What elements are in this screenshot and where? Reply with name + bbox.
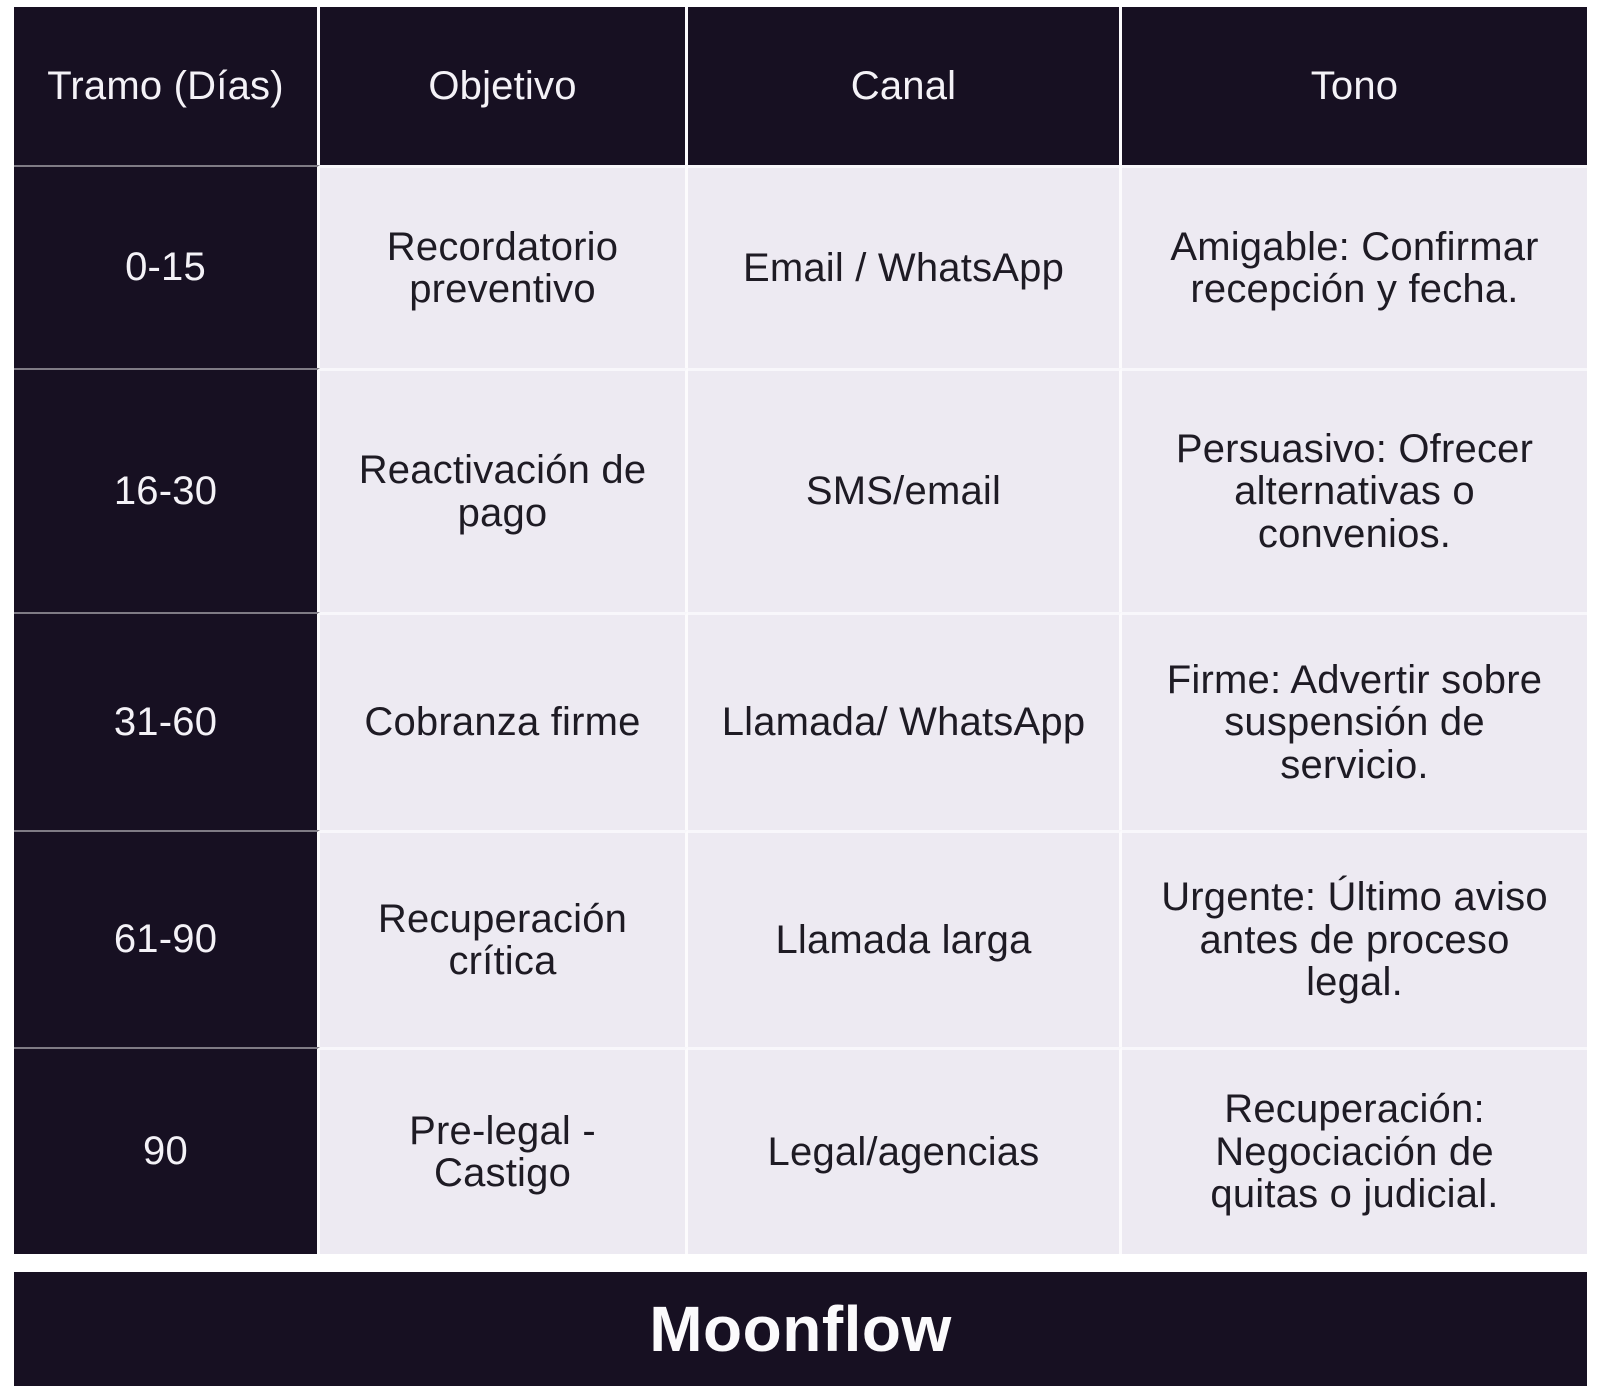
row3-tramo-cell: 31-60 xyxy=(14,612,320,830)
row3-canal-cell: Llamada/ WhatsApp xyxy=(688,612,1122,830)
row1-objetivo-cell: Recordatorio preventivo xyxy=(320,165,688,368)
row5-tono-cell: Recuperación: Negociación de quitas o ju… xyxy=(1122,1047,1587,1254)
row2-tono-cell: Persuasivo: Ofrecer alternativas o conve… xyxy=(1122,368,1587,612)
row3-tono-cell: Firme: Advertir sobre suspensión de serv… xyxy=(1122,612,1587,830)
row4-tramo-cell: 61-90 xyxy=(14,830,320,1047)
row1-tono-cell: Amigable: Confirmar recepción y fecha. xyxy=(1122,165,1587,368)
header-canal: Canal xyxy=(688,7,1122,165)
row2-canal-cell: SMS/email xyxy=(688,368,1122,612)
dunning-stages-table: Tramo (Días) Objetivo Canal Tono 0-15 Re… xyxy=(14,7,1587,1254)
footer-bar: Moonflow xyxy=(14,1272,1587,1386)
row1-tramo-cell: 0-15 xyxy=(14,165,320,368)
row5-canal-cell: Legal/agencias xyxy=(688,1047,1122,1254)
row2-tramo-cell: 16-30 xyxy=(14,368,320,612)
row4-canal-cell: Llamada larga xyxy=(688,830,1122,1047)
row4-tono-cell: Urgente: Último aviso antes de proceso l… xyxy=(1122,830,1587,1047)
row5-objetivo-cell: Pre-legal - Castigo xyxy=(320,1047,688,1254)
header-tramo: Tramo (Días) xyxy=(14,7,320,165)
row2-objetivo-cell: Reactivación de pago xyxy=(320,368,688,612)
header-objetivo: Objetivo xyxy=(320,7,688,165)
row4-objetivo-cell: Recuperación crítica xyxy=(320,830,688,1047)
row3-objetivo-cell: Cobranza firme xyxy=(320,612,688,830)
row5-tramo-cell: 90 xyxy=(14,1047,320,1254)
row1-canal-cell: Email / WhatsApp xyxy=(688,165,1122,368)
moonflow-logo: Moonflow xyxy=(649,1293,952,1365)
header-tono: Tono xyxy=(1122,7,1587,165)
